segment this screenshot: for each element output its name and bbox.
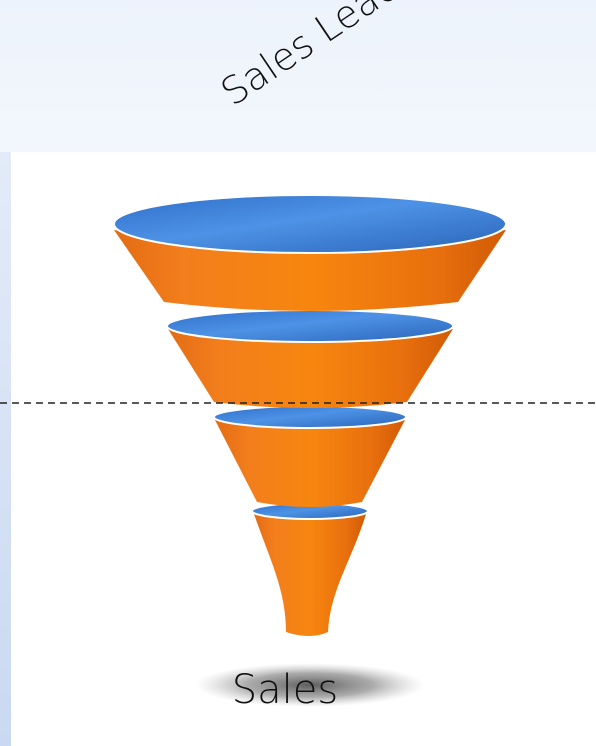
slide-top-band bbox=[0, 0, 596, 152]
funnel-shadow bbox=[195, 663, 425, 707]
slide-left-band bbox=[0, 152, 11, 746]
funnel-stage-1 bbox=[113, 194, 507, 311]
funnel-stage-3 bbox=[213, 405, 407, 507]
funnel-bottom-label: Sales bbox=[231, 667, 339, 713]
funnel-stage-4 bbox=[251, 502, 369, 636]
funnel-stage-2 bbox=[166, 309, 454, 408]
